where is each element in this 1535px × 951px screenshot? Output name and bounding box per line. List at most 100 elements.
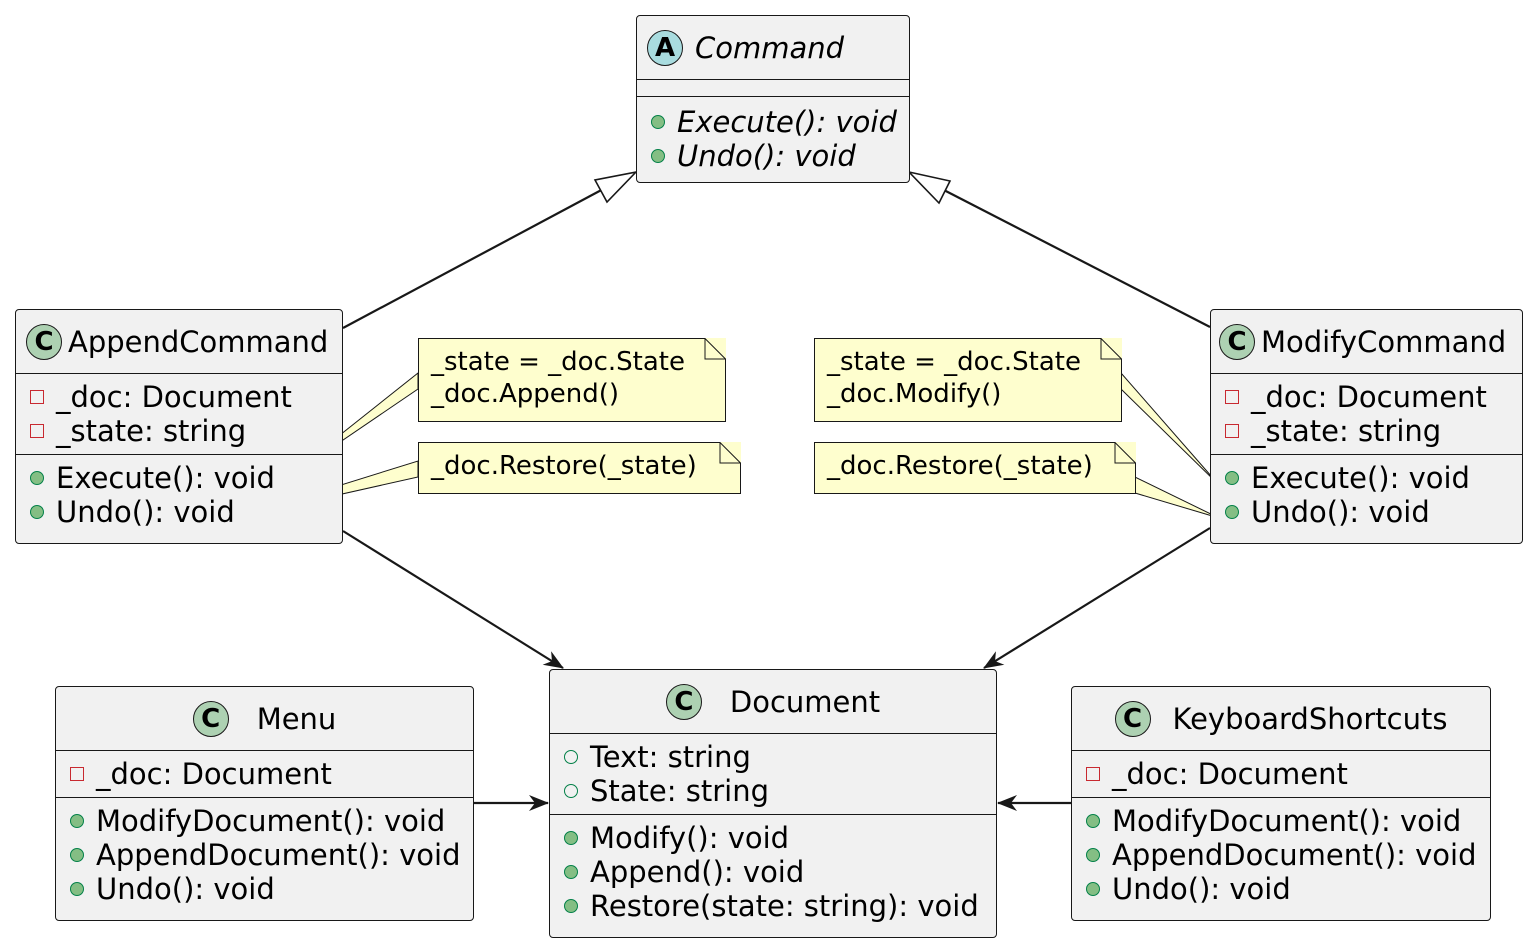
document-class-header: C Document [550,670,996,734]
keyboard-shortcuts-fields: _doc: Document [1072,751,1490,798]
public-visibility-icon [651,149,665,163]
note-shape [814,442,1136,494]
note-tail-modify-undo [1134,476,1220,519]
public-visibility-icon [30,471,44,485]
menu-methods: ModifyDocument(): void AppendDocument():… [56,798,473,912]
note-shape [418,338,726,422]
keyboard-shortcuts-class: C KeyboardShortcuts _doc: Document Modif… [1071,686,1491,921]
document-class: C Document Text: string State: string Mo… [549,669,997,938]
public-visibility-icon [564,865,578,879]
append-command-methods: Execute(): void Undo(): void [16,455,342,535]
class-icon: C [665,683,702,720]
public-visibility-icon [1225,471,1239,485]
menu-class-header: C Menu [56,687,473,751]
keyboard-shortcuts-class-name: KeyboardShortcuts [1172,701,1448,736]
public-visibility-icon [1086,882,1100,896]
method-row: Undo(): void [1086,872,1490,906]
method-row: ModifyDocument(): void [1086,804,1490,838]
field-row: _state: string [30,414,342,448]
method-row: Execute(): void [651,105,909,139]
public-visibility-icon [70,814,84,828]
public-visibility-icon [30,505,44,519]
method-row: Restore(state: string): void [564,889,996,923]
keyboard-shortcuts-methods: ModifyDocument(): void AppendDocument():… [1072,798,1490,912]
note-line: _state = _doc.State [827,347,1081,377]
note-modify-execute: _state = _doc.State_doc.Modify() [814,338,1122,422]
note-append-undo: _doc.Restore(_state) [418,442,741,494]
menu-fields: _doc: Document [56,751,473,798]
note-line: _doc.Restore(_state) [431,451,697,481]
class-icon: C [1114,700,1151,737]
note-line: _doc.Restore(_state) [827,451,1093,481]
public-visibility-icon [1225,505,1239,519]
abstract-class-icon: A [647,29,683,66]
public-visibility-icon [564,899,578,913]
keyboard-shortcuts-class-header: C KeyboardShortcuts [1072,687,1490,751]
document-methods: Modify(): void Append(): void Restore(st… [550,815,996,929]
command-methods: Execute(): void Undo(): void [637,97,909,179]
method-row: Undo(): void [30,495,342,529]
private-visibility-icon [1225,424,1239,438]
public-visibility-icon [70,882,84,896]
private-visibility-icon [30,390,44,404]
public-field-icon [564,750,578,764]
document-class-name: Document [729,684,881,719]
modify-command-class-name: ModifyCommand [1261,324,1507,359]
method-row: ModifyDocument(): void [70,804,473,838]
association-modify-document [983,527,1211,669]
public-visibility-icon [651,115,665,129]
field-row: _state: string [1225,414,1522,448]
note-shape [814,338,1122,422]
inheritance-line-append-command [342,186,608,329]
field-row: _doc: Document [1225,380,1522,414]
public-visibility-icon [564,831,578,845]
command-fields [637,80,909,97]
method-row: Modify(): void [564,821,996,855]
method-row: Execute(): void [1225,461,1522,495]
modify-command-methods: Execute(): void Undo(): void [1211,455,1522,535]
field-row: _doc: Document [70,757,473,791]
note-shape [418,442,741,494]
menu-class: C Menu _doc: Document ModifyDocument(): … [55,686,474,921]
method-row: Append(): void [564,855,996,889]
modify-command-fields: _doc: Document _state: string [1211,374,1522,455]
public-visibility-icon [70,848,84,862]
method-row: Undo(): void [1225,495,1522,529]
inheritance-line-modify-command [937,186,1211,328]
public-field-icon [564,784,578,798]
class-icon: C [1219,323,1255,360]
note-line: _state = _doc.State [431,347,685,377]
note-line: _doc.Modify() [827,379,1002,409]
private-visibility-icon [30,424,44,438]
private-visibility-icon [1086,767,1100,781]
method-row: Execute(): void [30,461,342,495]
method-row: Undo(): void [70,872,473,906]
field-row: _doc: Document [30,380,342,414]
note-line: _doc.Append() [431,379,620,409]
command-class: A Command Execute(): void Undo(): void [636,15,910,183]
method-row: AppendDocument(): void [1086,838,1490,872]
append-command-class: C AppendCommand _doc: Document _state: s… [15,309,343,544]
field-row: _doc: Document [1086,757,1490,791]
modify-command-class: C ModifyCommand _doc: Document _state: s… [1210,309,1523,544]
private-visibility-icon [1225,390,1239,404]
private-visibility-icon [70,767,84,781]
method-row: Undo(): void [651,139,909,173]
class-icon: C [26,323,62,360]
modify-command-class-header: C ModifyCommand [1211,310,1522,374]
append-command-class-header: C AppendCommand [16,310,342,374]
inheritance-triangle-left [593,170,639,204]
append-command-class-name: AppendCommand [68,324,329,359]
menu-class-name: Menu [256,701,337,736]
class-icon: C [192,700,229,737]
field-row: Text: string [564,740,996,774]
public-visibility-icon [1086,814,1100,828]
note-append-execute: _state = _doc.State_doc.Append() [418,338,726,422]
document-fields: Text: string State: string [550,734,996,815]
append-command-fields: _doc: Document _state: string [16,374,342,455]
command-class-header: A Command [637,16,909,80]
public-visibility-icon [1086,848,1100,862]
inheritance-triangle-right [906,170,952,205]
method-row: AppendDocument(): void [70,838,473,872]
association-append-document [342,530,564,669]
